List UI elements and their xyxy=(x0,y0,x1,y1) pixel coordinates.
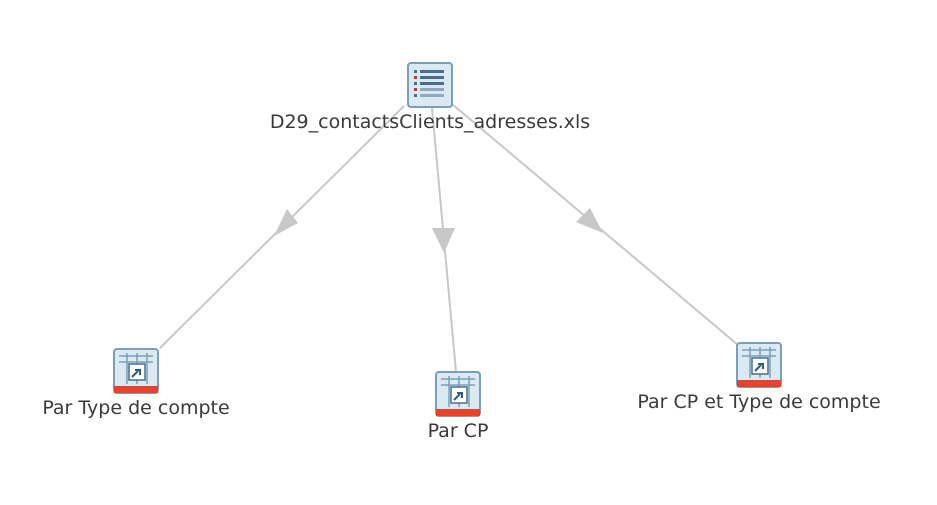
node-par-type-de-compte[interactable]: Par Type de compte xyxy=(22,348,250,419)
spreadsheet-file-icon xyxy=(407,62,453,108)
arrowhead xyxy=(432,228,455,253)
node-label: Par CP et Type de compte xyxy=(637,391,881,413)
node-label: Par Type de compte xyxy=(42,397,230,419)
node-label: Par CP xyxy=(427,420,489,442)
node-source-file[interactable]: D29_contactsClients_adresses.xls xyxy=(270,62,590,133)
edge-source-to-cp xyxy=(431,107,457,373)
node-par-cp[interactable]: Par CP xyxy=(408,371,508,442)
report-table-icon xyxy=(113,348,159,394)
node-par-cp-et-type-de-compte[interactable]: Par CP et Type de compte xyxy=(620,342,898,413)
edge-source-to-type xyxy=(159,105,405,349)
arrowhead xyxy=(576,208,603,233)
node-label: D29_contactsClients_adresses.xls xyxy=(269,111,591,133)
edge-source-to-cp-type xyxy=(451,103,739,346)
edges-layer xyxy=(159,103,739,373)
report-table-icon xyxy=(736,342,782,388)
arrowhead xyxy=(274,209,298,236)
report-table-icon xyxy=(435,371,481,417)
